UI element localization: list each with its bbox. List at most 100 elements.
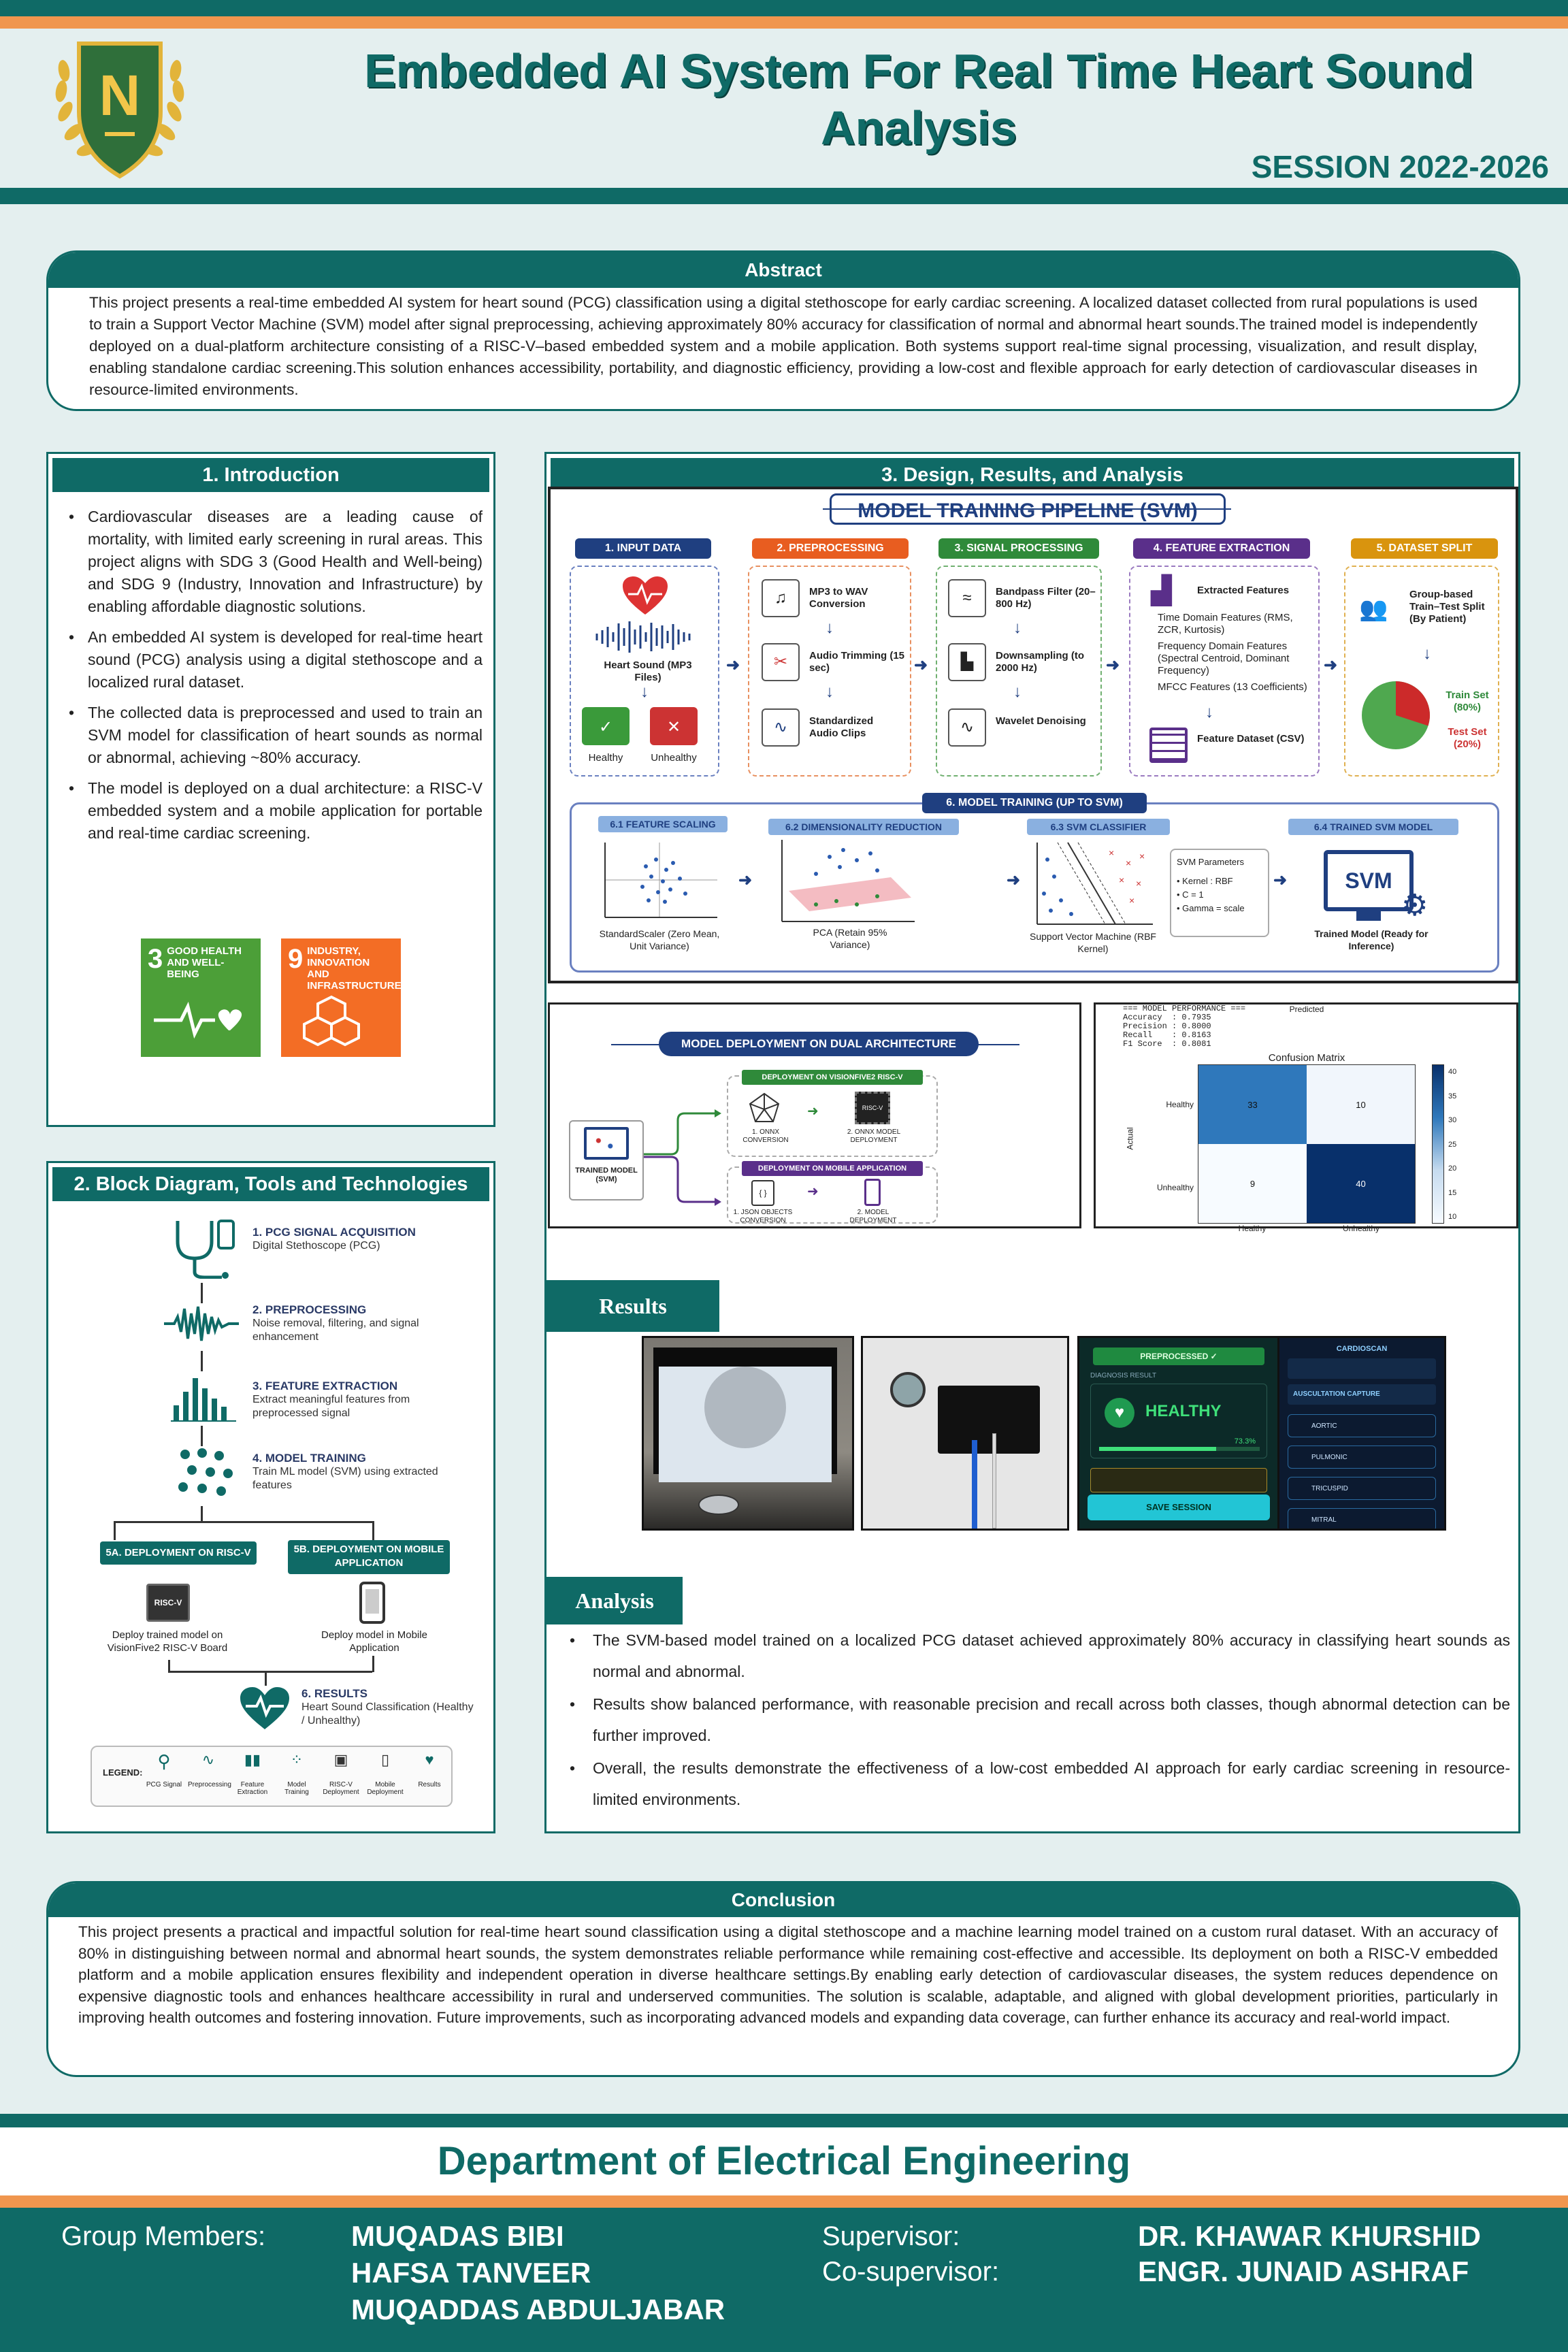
valve-item[interactable]: TRICUSPID (1288, 1477, 1436, 1500)
valve-item[interactable]: AORTIC (1288, 1414, 1436, 1437)
step-label: Audio Trimming (15 sec) (809, 650, 905, 674)
supervisor-name: DR. KHAWAR KHURSHID (1138, 2220, 1481, 2252)
member-name: MUQADDAS ABDULJABAR (351, 2293, 725, 2325)
svg-text:×: × (1119, 875, 1124, 885)
json-icon: { } (751, 1180, 774, 1206)
svm-plot: ×××××× (1036, 842, 1153, 925)
svg-text:×: × (1129, 895, 1134, 906)
abstract-panel: Abstract This project presents a real-ti… (46, 250, 1520, 411)
healthy-label: Healthy (588, 752, 623, 764)
performance-text: === MODEL PERFORMANCE === Accuracy : 0.7… (1123, 1004, 1246, 1049)
performance-figure: === MODEL PERFORMANCE === Accuracy : 0.7… (1094, 1002, 1518, 1233)
heart-sound-label: Heart Sound (MP3 Files) (604, 659, 692, 683)
design-heading: 3. Design, Results, and Analysis (551, 458, 1514, 492)
bar-chart-icon: ▟ (1151, 576, 1172, 606)
cm-cell: 10 (1307, 1065, 1415, 1144)
introduction-list: Cardiovascular diseases are a leading ca… (48, 492, 493, 845)
step-label: MP3 to WAV Conversion (809, 586, 868, 610)
valve-item[interactable]: MITRAL (1288, 1508, 1436, 1529)
features-heading: Extracted Features (1197, 585, 1290, 596)
legend-box: LEGEND: ⚲PCG Signal ∿Preprocessing ▮▮Fea… (91, 1746, 453, 1807)
cm-row-label: Healthy (1166, 1100, 1194, 1109)
json-label: 1. JSON OBJECTS CONVERSION (733, 1209, 793, 1224)
poster-title: Embedded AI System For Real Time Heart S… (364, 44, 1473, 154)
stage-label: 1. INPUT DATA (575, 538, 711, 559)
step-title: 6. RESULTS (301, 1687, 368, 1700)
healthy-folder-icon: ✓ (582, 707, 630, 745)
abstract-heading: Abstract (48, 252, 1518, 288)
list-item: The SVM-based model trained on a localiz… (560, 1624, 1510, 1687)
step-label: Standardized Audio Clips (809, 715, 874, 739)
app-preprocessed: PREPROCESSED ✓ (1093, 1348, 1264, 1365)
onnx-icon (749, 1092, 780, 1122)
step-desc: Digital Stethoscope (PCG) (252, 1240, 380, 1252)
heart-icon (623, 576, 668, 615)
gear-icon: ⚙ (1401, 889, 1428, 922)
cm-ylabel: Actual (1125, 1127, 1135, 1150)
riscv-deploy-text: Deploy trained model on VisionFive2 RISC… (107, 1629, 228, 1654)
feature-item: Frequency Domain Features (Spectral Cent… (1158, 640, 1290, 676)
design-results-panel: 3. Design, Results, and Analysis MODEL T… (544, 452, 1520, 1833)
valve-item[interactable]: PULMONIC (1288, 1446, 1436, 1469)
onnx-deploy-label: 2. ONNX MODEL DEPLOYMENT (847, 1128, 901, 1144)
cm-col-label: Unhealthy (1342, 1224, 1380, 1233)
step-label: Downsampling (to 2000 Hz) (996, 650, 1084, 674)
heart-result-icon (240, 1687, 289, 1729)
bar-chart-icon (171, 1378, 236, 1422)
train-test-pie (1362, 681, 1430, 749)
group-users-icon: 👥 (1359, 596, 1388, 622)
result-app-diagnosis: PREPROCESSED ✓ DIAGNOSIS RESULT ♥ HEALTH… (1077, 1336, 1280, 1531)
train-set-label: Train Set (80%) (1446, 689, 1489, 713)
stage-label: 3. SIGNAL PROCESSING (938, 538, 1099, 559)
list-item: Overall, the results demonstrate the eff… (560, 1752, 1510, 1815)
dots-icon (178, 1448, 233, 1496)
save-session-button[interactable]: SAVE SESSION (1088, 1494, 1270, 1520)
member-name: HAFSA TANVEER (351, 2257, 591, 2289)
stage-label: 2. PREPROCESSING (752, 538, 909, 559)
trained-model-box: TRAINED MODEL (SVM) (569, 1120, 644, 1200)
top-orange-bar (0, 16, 1568, 29)
feature-item: MFCC Features (13 Coefficients) (1158, 681, 1307, 693)
sub-label: 6.3 SVM CLASSIFIER (1027, 819, 1170, 835)
cosupervisor-label: Co-supervisor: (822, 2257, 1000, 2287)
step-label: Wavelet Denoising (996, 715, 1086, 727)
results-label: Results (546, 1280, 719, 1332)
footer-white-band (0, 2127, 1568, 2195)
svg-text:×: × (1136, 878, 1141, 889)
list-item: The model is deployed on a dual architec… (59, 777, 483, 845)
analysis-label: Analysis (546, 1577, 683, 1624)
mobile-phone-icon (359, 1582, 385, 1624)
split-label: Group-based Train–Test Split (By Patient… (1409, 589, 1485, 625)
riscv-head: DEPLOYMENT ON VISIONFIVE2 RISC-V (742, 1070, 923, 1085)
riscv-deploy-label: 5A. DEPLOYMENT ON RISC-V (100, 1541, 257, 1565)
scissors-icon: ✂ (762, 643, 800, 681)
footer-top-bar (0, 2114, 1568, 2127)
trained-caption: Trained Model (Ready for Inference) (1314, 928, 1428, 951)
members-label: Group Members: (61, 2221, 266, 2251)
feature-dataset-label: Feature Dataset (CSV) (1197, 733, 1305, 745)
list-item: Results show balanced performance, with … (560, 1688, 1510, 1751)
wavelet-icon: ∿ (948, 708, 986, 747)
cm-row-label: Unhealthy (1156, 1183, 1194, 1192)
conclusion-heading: Conclusion (48, 1883, 1518, 1917)
university-logo: N (45, 30, 195, 186)
step-title: 4. MODEL TRAINING (252, 1452, 366, 1465)
department-name: Department of Electrical Engineering (437, 2139, 1131, 2183)
scaler-caption: StandardScaler (Zero Mean, Unit Variance… (599, 928, 720, 951)
cm-cell: 40 (1307, 1144, 1415, 1223)
scaler-scatter (604, 843, 717, 918)
conclusion-text: This project presents a practical and im… (78, 1923, 1498, 2026)
mobile-head: DEPLOYMENT ON MOBILE APPLICATION (742, 1161, 923, 1176)
list-item: The collected data is preprocessed and u… (59, 702, 483, 769)
filter-icon: ≈ (948, 579, 986, 617)
result-photo-hardware (861, 1336, 1069, 1531)
pca-caption: PCA (Retain 95% Variance) (813, 927, 887, 950)
unhealthy-folder-icon: ✕ (650, 707, 698, 745)
app-brand: CARDIOSCAN (1336, 1345, 1388, 1353)
onnx-label: 1. ONNX CONVERSION (742, 1128, 789, 1144)
footer-teal-block (0, 2208, 1568, 2352)
svm-caption: Support Vector Machine (RBF Kernel) (1030, 931, 1156, 954)
music-note-icon: ♫ (762, 579, 800, 617)
mobile-deploy-label: 5B. DEPLOYMENT ON MOBILE APPLICATION (288, 1540, 450, 1574)
